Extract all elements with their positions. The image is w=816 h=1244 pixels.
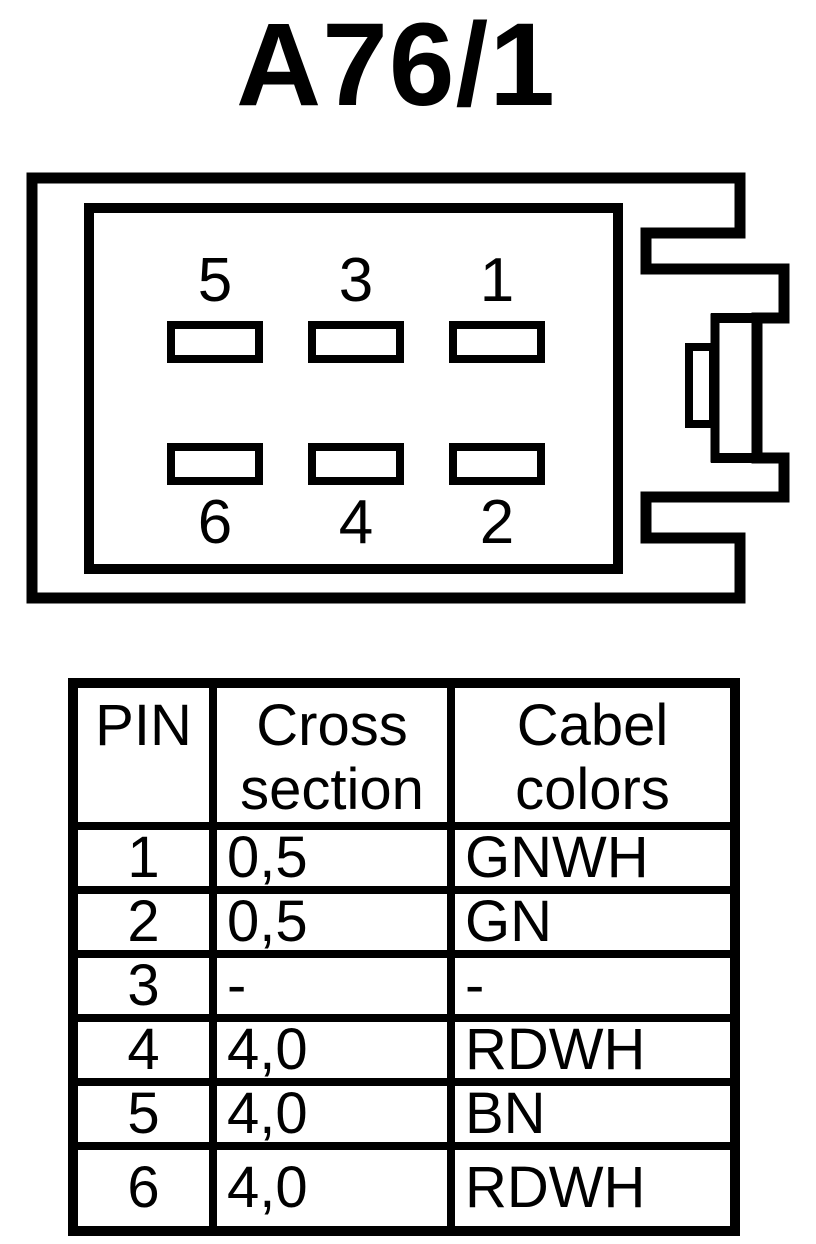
cell-pin: 4	[69, 1014, 217, 1086]
cell-cable-color: RDWH	[447, 1014, 739, 1086]
cell-cable-color: -	[447, 950, 739, 1022]
column-header-pin: PIN	[69, 679, 217, 830]
connector-diagram	[26, 172, 790, 604]
table-row: 5 4,0 BN	[69, 1078, 739, 1150]
table-header-row: PIN Cross section Cabel colors	[69, 679, 739, 830]
pin-slot-5	[167, 321, 263, 363]
pin-label-6: 6	[197, 488, 233, 557]
cell-pin: 6	[69, 1142, 217, 1235]
pin-slot-6	[167, 443, 263, 485]
table-row: 6 4,0 RDWH	[69, 1142, 739, 1235]
pin-slot-3	[308, 321, 404, 363]
cell-cross-section: 4,0	[209, 1078, 455, 1150]
pin-label-5: 5	[197, 246, 233, 315]
pin-label-1: 1	[479, 246, 515, 315]
cell-cable-color: GNWH	[447, 822, 739, 894]
cell-cable-color: RDWH	[447, 1142, 739, 1235]
cell-pin: 1	[69, 822, 217, 894]
table-row: 4 4,0 RDWH	[69, 1014, 739, 1086]
pin-table: PIN Cross section Cabel colors 1 0,5 GNW…	[68, 678, 740, 1236]
column-header-cable-colors: Cabel colors	[447, 679, 739, 830]
cell-cross-section: 4,0	[209, 1014, 455, 1086]
connector-latch-tab	[685, 343, 717, 428]
table-row: 1 0,5 GNWH	[69, 822, 739, 894]
cell-cable-color: GN	[447, 886, 739, 958]
pin-label-3: 3	[338, 246, 374, 315]
cell-pin: 5	[69, 1078, 217, 1150]
connector-housing-outline	[26, 172, 790, 604]
pin-slot-1	[449, 321, 545, 363]
cell-cable-color: BN	[447, 1078, 739, 1150]
table-row: 2 0,5 GN	[69, 886, 739, 958]
cell-pin: 3	[69, 950, 217, 1022]
connector-inner-face	[84, 203, 623, 574]
connector-title: A76/1	[236, 0, 556, 131]
pin-slot-4	[308, 443, 404, 485]
cell-cross-section: 4,0	[209, 1142, 455, 1235]
cell-cross-section: 0,5	[209, 822, 455, 894]
connector-latch-block	[710, 313, 762, 463]
cell-cross-section: 0,5	[209, 886, 455, 958]
pin-label-4: 4	[338, 488, 374, 557]
table-row: 3 - -	[69, 950, 739, 1022]
column-header-cross-section: Cross section	[209, 679, 455, 830]
pin-slot-2	[449, 443, 545, 485]
pin-label-2: 2	[479, 488, 515, 557]
cell-cross-section: -	[209, 950, 455, 1022]
cell-pin: 2	[69, 886, 217, 958]
